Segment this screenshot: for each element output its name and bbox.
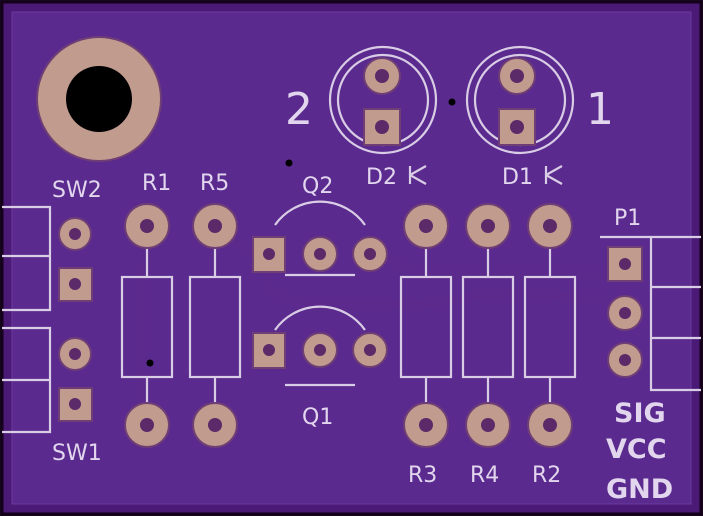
- label-r5: R5: [200, 171, 229, 196]
- label-vcc: VCC: [606, 434, 667, 465]
- label-d1: D1: [502, 165, 533, 190]
- r1-footprint: [120, 203, 174, 448]
- label-q1: Q1: [302, 405, 333, 430]
- r4-footprint: [461, 203, 515, 448]
- sw2-footprint: [2, 205, 93, 312]
- pin-label-1: 1: [586, 84, 614, 135]
- r3-footprint: [399, 203, 453, 448]
- q2-footprint: [252, 159, 388, 277]
- label-p1: P1: [614, 206, 641, 231]
- pin-label-2: 2: [285, 84, 313, 135]
- label-r2: R2: [532, 463, 561, 488]
- label-d2: D2: [366, 165, 397, 190]
- sw1-footprint: [2, 326, 93, 434]
- label-sig: SIG: [614, 398, 666, 429]
- mounting-hole: [36, 36, 162, 162]
- r5-footprint: [188, 203, 242, 448]
- p1-footprint: [600, 235, 701, 392]
- d1-footprint: [465, 45, 575, 185]
- label-sw2: SW2: [52, 178, 102, 203]
- label-r4: R4: [470, 463, 499, 488]
- d2-footprint: [328, 45, 456, 185]
- q1-footprint: [252, 305, 388, 387]
- label-r3: R3: [408, 463, 437, 488]
- label-q2: Q2: [302, 174, 333, 199]
- label-sw1: SW1: [52, 441, 102, 466]
- label-r1: R1: [142, 171, 171, 196]
- label-gnd: GND: [606, 474, 673, 505]
- r2-footprint: [523, 203, 577, 448]
